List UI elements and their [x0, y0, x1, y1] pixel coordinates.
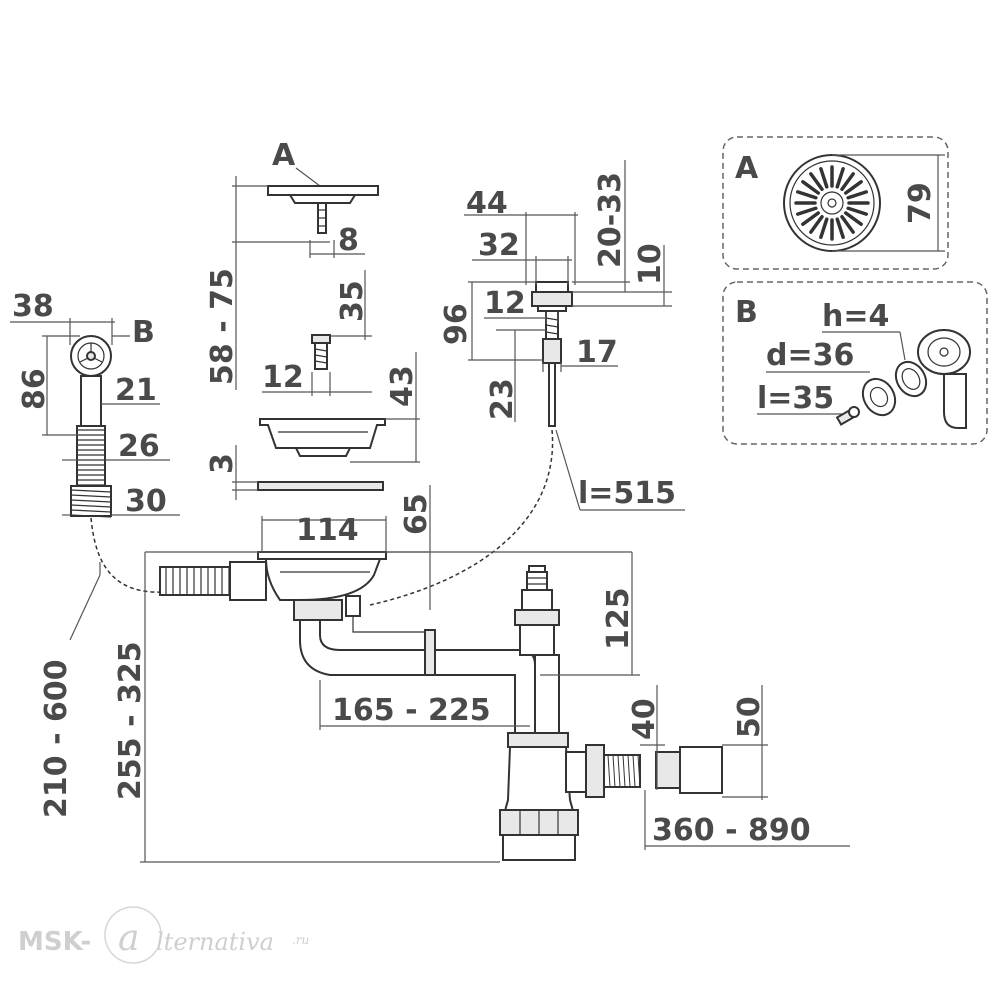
- strainer-basket: 43: [259, 352, 420, 463]
- dim-210-600: 210 - 600: [39, 659, 74, 818]
- flat-gasket: 3: [205, 445, 384, 500]
- dim-3: 3: [205, 453, 240, 474]
- dim-65: 65: [399, 493, 434, 535]
- dim-26: 26: [118, 429, 160, 464]
- overflow-grille: [861, 377, 897, 417]
- dim-20-33: 20-33: [593, 172, 628, 268]
- dim-40: 40: [627, 698, 662, 740]
- dim-12-top: 12: [484, 286, 526, 321]
- dim-h4: h=4: [822, 299, 889, 334]
- dim-35: 35: [335, 280, 370, 322]
- center-screw: 35 12: [262, 270, 372, 396]
- dim-125: 125: [601, 587, 636, 650]
- part-a-label: A: [272, 138, 296, 173]
- dim-d36: d=36: [766, 338, 854, 373]
- box-b-label: B: [735, 295, 758, 330]
- push-button-remote: 44 32 20-33 10 12 96 17 23 l=515: [369, 160, 685, 606]
- dim-79: 79: [903, 182, 938, 224]
- dim-96: 96: [439, 303, 474, 345]
- dim-38: 38: [12, 289, 54, 324]
- detail-box-b: B h=4 d=36 l=35: [722, 281, 988, 445]
- watermark-circle: [104, 906, 162, 964]
- overflow-elbow: [917, 329, 971, 429]
- dim-l515: l=515: [578, 476, 676, 511]
- overflow-assembly: 38 B 86 21 26 30: [10, 289, 180, 593]
- watermark-brand: MSK-: [18, 927, 91, 957]
- dim-50: 50: [732, 696, 767, 738]
- screw: [835, 406, 860, 426]
- box-a-label: A: [735, 151, 759, 186]
- dim-17: 17: [576, 335, 618, 370]
- dim-44: 44: [466, 186, 508, 221]
- dim-114: 114: [296, 513, 359, 548]
- watermark-letter: a: [118, 918, 139, 959]
- dim-43: 43: [385, 365, 420, 407]
- dim-10: 10: [633, 243, 668, 285]
- dim-12-mid: 12: [262, 360, 304, 395]
- dim-32: 32: [478, 228, 520, 263]
- detail-box-b-frame: [722, 281, 988, 445]
- dim-86: 86: [17, 368, 52, 410]
- strainer-plug: A 8 58 - 75: [205, 138, 379, 390]
- dim-l35: l=35: [757, 381, 834, 416]
- watermark-rest: lternativa: [156, 928, 274, 956]
- dim-255-325: 255 - 325: [113, 641, 148, 800]
- watermark-tld: .ru: [292, 933, 309, 947]
- dim-21: 21: [115, 373, 157, 408]
- dim-360-890: 360 - 890: [652, 813, 811, 848]
- detail-box-a-frame: [722, 136, 949, 270]
- detail-box-a: A 79: [722, 136, 949, 270]
- watermark: MSK- a lternativa .ru: [18, 906, 309, 964]
- dim-23: 23: [485, 378, 520, 420]
- gasket-ring: [894, 360, 928, 398]
- strainer-top-view: [783, 154, 881, 252]
- dim-30: 30: [125, 484, 167, 519]
- dim-8: 8: [338, 223, 359, 258]
- siphon-assembly: 114 65 125 165 - 225 210 - 600 255 - 325…: [39, 485, 850, 863]
- dim-165-225: 165 - 225: [332, 693, 491, 728]
- part-b-label: B: [132, 315, 155, 350]
- dim-58-75: 58 - 75: [205, 268, 240, 385]
